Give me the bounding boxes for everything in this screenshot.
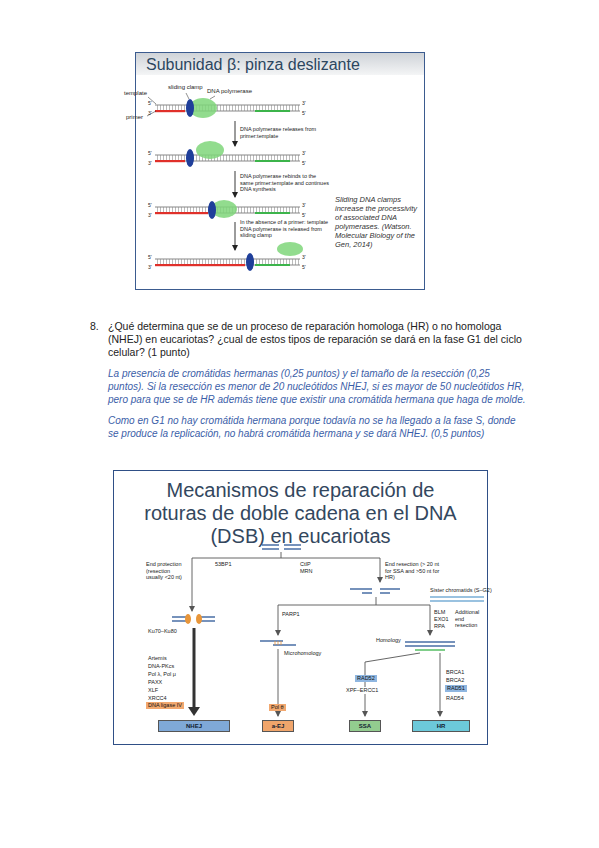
node-label: Pol θ <box>271 704 284 711</box>
node-label: DNA ligase IV <box>148 702 182 709</box>
highlight-box: RAD52 <box>355 675 377 682</box>
strand-end: 5' <box>148 254 152 260</box>
node-label: SSA <box>350 723 380 729</box>
protein-label: RAD54 <box>446 695 464 702</box>
strand-end: 3' <box>148 110 152 116</box>
protein-label: EXO1 <box>434 616 449 623</box>
slide-frame: Mecanismos de reparación de roturas de d… <box>113 470 488 745</box>
strand-end: 5' <box>302 160 306 166</box>
figure-caption: Sliding DNA clamps increase the processi… <box>335 195 421 249</box>
part-label: primer <box>126 114 143 121</box>
condition-note: Sister chromatids (S–G2) <box>430 587 492 594</box>
protein-label: MRN <box>300 568 313 575</box>
step-note: DNA polymerase rebinds to the same prime… <box>240 173 330 193</box>
strand-end: 5' <box>302 264 306 270</box>
protein-label: BLM <box>434 609 445 616</box>
outcome-box: a-EJ <box>262 720 294 732</box>
dna-panel <box>155 98 300 118</box>
protein-label: Pol λ, Pol μ <box>148 671 176 678</box>
strand-end: 5' <box>148 202 152 208</box>
strand-end: 3' <box>148 160 152 166</box>
part-label: sliding clamp <box>168 84 203 91</box>
outcome-box: NHEJ <box>158 720 230 732</box>
strand-end: 3' <box>148 212 152 218</box>
strand-end: 3' <box>302 254 306 260</box>
protein-label: PAXX <box>148 679 162 686</box>
protein-label: BRCA2 <box>446 677 464 684</box>
dna-panel <box>155 141 300 167</box>
node-label: HR <box>413 723 469 729</box>
process-arrows <box>147 93 235 250</box>
strand-end: 3' <box>302 100 306 106</box>
protein-label: 53BP1 <box>215 561 232 568</box>
step-note: DNA polymerase releases from primer:temp… <box>240 126 318 139</box>
part-label: template <box>124 90 147 97</box>
condition-note: End protection (resection usually <20 nt… <box>146 561 188 581</box>
part-label: DNA polymerase <box>207 88 252 95</box>
dna-panel <box>155 242 303 271</box>
node-label: RAD52 <box>357 675 375 682</box>
highlight-box: Pol θ <box>269 704 286 711</box>
outcome-box: HR <box>412 720 470 732</box>
node-label: NHEJ <box>159 723 229 729</box>
step-note: Microhomology <box>284 650 321 657</box>
strand-end: 3' <box>302 150 306 156</box>
step-note: Homology <box>376 637 401 644</box>
step-note: In the absence of a primer: template DNA… <box>240 219 330 239</box>
outcome-box: SSA <box>349 720 381 732</box>
protein-label: RPA <box>434 623 445 630</box>
protein-label: Artemis <box>148 655 167 662</box>
strand-end: 5' <box>302 110 306 116</box>
protein-label: Ku70–Ku80 <box>148 628 177 635</box>
protein-label: XLF <box>148 687 158 694</box>
strand-end: 5' <box>148 100 152 106</box>
highlight-box: DNA ligase IV <box>146 702 184 709</box>
protein-label: BRCA1 <box>446 669 464 676</box>
node-label: RAD51 <box>447 685 465 692</box>
step-note: Additional end resection <box>455 609 485 629</box>
slide-title: Subunidad β: pinza deslizante <box>136 53 424 75</box>
protein-label: PARP1 <box>282 611 300 618</box>
highlight-box: RAD51 <box>445 685 467 692</box>
strand-end: 5' <box>148 150 152 156</box>
strand-end: 3' <box>302 202 306 208</box>
protein-label: XRCC4 <box>148 695 167 702</box>
strand-end: 3' <box>148 264 152 270</box>
strand-end: 5' <box>302 212 306 218</box>
protein-label: DNA-PKcs <box>148 663 174 670</box>
protein-label: CtIP <box>300 561 311 568</box>
dsb-drawing <box>172 545 484 716</box>
question-number: 8. <box>90 320 99 333</box>
protein-label: XPF–ERCC1 <box>346 687 378 694</box>
answer-text: Como en G1 no hay cromátida hermana porq… <box>108 414 528 440</box>
slide-title: Mecanismos de reparación de roturas de d… <box>114 471 487 548</box>
question-text: ¿Qué determina que se de un proceso de r… <box>108 320 528 359</box>
condition-note: End resection (> 20 nt for SSA and >50 n… <box>385 561 443 581</box>
node-label: a-EJ <box>263 723 293 729</box>
dna-panel <box>155 200 300 219</box>
answer-text: La presencia de cromátidas hermanas (0,2… <box>108 367 528 406</box>
